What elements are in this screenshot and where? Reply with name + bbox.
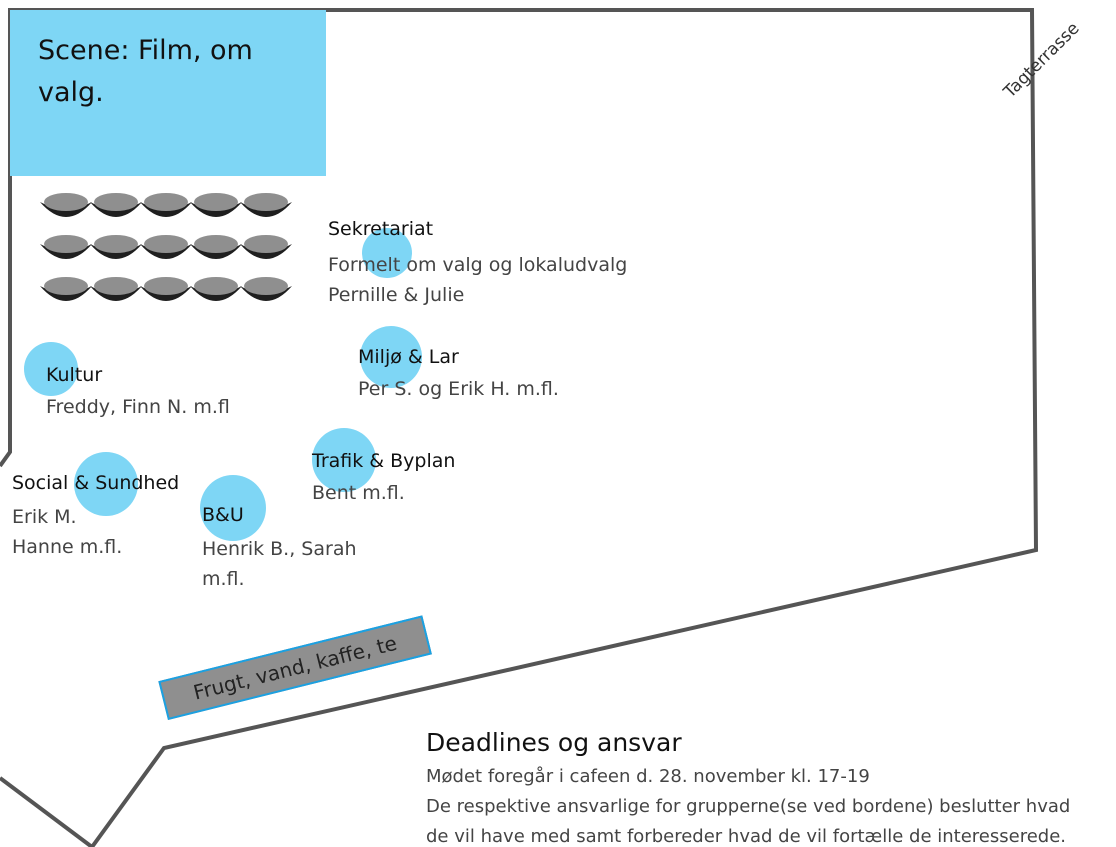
deadlines-line-2: De respektive ansvarlige for grupperne(s… <box>426 796 1071 817</box>
social-title: Social & Sundhed <box>12 472 180 494</box>
audience-seat <box>190 193 242 217</box>
sekretariat-line-1: Formelt om valg og lokaludvalg <box>328 254 628 276</box>
bu-table-spot <box>200 475 266 541</box>
sekretariat-title: Sekretariat <box>328 218 434 240</box>
audience-seat <box>140 277 192 301</box>
audience-seat <box>90 235 142 259</box>
audience-seat <box>190 277 242 301</box>
miljo-line-1: Per S. og Erik H. m.fl. <box>358 378 559 400</box>
audience-seat <box>240 277 292 301</box>
bu-title: B&U <box>202 504 244 526</box>
social-line-2: Hanne m.fl. <box>12 536 123 558</box>
bu-line-2: m.fl. <box>202 568 245 590</box>
audience-seat <box>40 193 92 217</box>
trafik-line-1: Bent m.fl. <box>312 482 405 504</box>
social-line-1: Erik M. <box>12 506 77 528</box>
stage-area <box>10 10 326 176</box>
trafik-table-spot <box>312 428 376 492</box>
audience-seat <box>90 193 142 217</box>
audience-seat <box>240 193 292 217</box>
audience-seat <box>190 235 242 259</box>
miljo-table-spot <box>360 326 422 388</box>
bu-line-1: Henrik B., Sarah <box>202 538 357 560</box>
sekretariat-line-2: Pernille & Julie <box>328 284 465 306</box>
deadlines-line-3: de vil have med samt forbereder hvad de … <box>426 826 1067 847</box>
kultur-table-spot <box>24 342 78 396</box>
audience-seat <box>140 235 192 259</box>
trafik-title: Trafik & Byplan <box>312 450 456 472</box>
kultur-line-1: Freddy, Finn N. m.fl <box>46 396 230 418</box>
stage-label: Scene: Film, om valg. <box>38 35 253 108</box>
audience-seating <box>40 193 292 301</box>
audience-seat <box>140 193 192 217</box>
audience-seat <box>90 277 142 301</box>
social-table-spot <box>74 452 138 516</box>
sekretariat-table-spot <box>362 228 412 278</box>
deadlines-line-1: Mødet foregår i cafeen d. 28. november k… <box>426 766 870 787</box>
audience-seat <box>240 235 292 259</box>
kultur-title: Kultur <box>46 364 103 386</box>
deadlines-title: Deadlines og ansvar <box>426 728 682 757</box>
miljo-title: Miljø & Lar <box>358 346 459 368</box>
audience-seat <box>40 235 92 259</box>
audience-seat <box>40 277 92 301</box>
